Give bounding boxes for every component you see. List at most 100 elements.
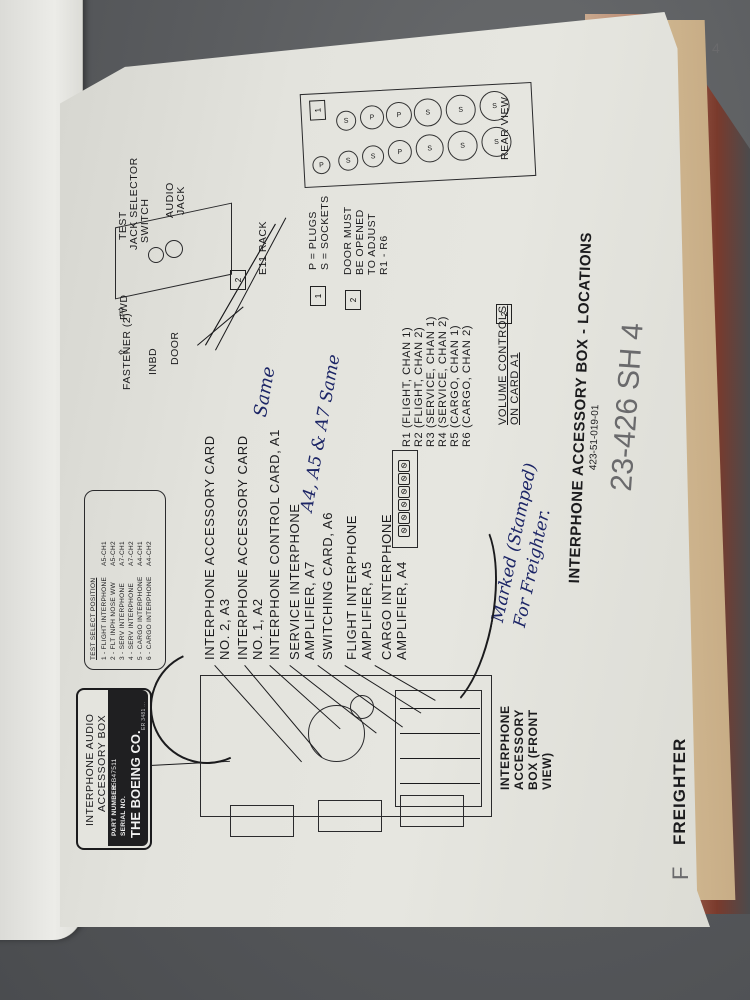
connector-type: S xyxy=(460,142,466,150)
rear-view-label: REAR VIEW xyxy=(499,96,511,160)
connector-type: S xyxy=(345,157,351,165)
test-pos-3-val: A7-CH1 xyxy=(119,541,126,566)
connector-j12: S xyxy=(335,110,357,132)
card-edge-4 xyxy=(400,783,480,784)
connector-type: S xyxy=(343,117,349,125)
note-2-triangle-door: 2 xyxy=(230,270,246,290)
front-view-label-2: ACCESSORY xyxy=(512,709,526,790)
connector-type: S xyxy=(425,108,431,117)
pot-r2: ⊘ xyxy=(398,473,410,485)
footer-letter: F xyxy=(668,866,693,880)
note-2-ref: 2 xyxy=(348,297,358,303)
note-2-triangle: 2 xyxy=(345,290,361,310)
connector-j5: S xyxy=(415,133,445,164)
connector-type: S xyxy=(427,144,433,153)
test-pos-1-val: A5-CH1 xyxy=(101,541,108,566)
pot-r1: ⊘ xyxy=(398,460,410,472)
rear-note-ref: 1 xyxy=(312,107,323,113)
pot-r6: ⊘ xyxy=(398,525,410,537)
card-slots xyxy=(395,690,482,807)
card-edge-2 xyxy=(400,733,480,734)
connector-j6: S xyxy=(413,97,443,128)
connector-type: S xyxy=(370,152,376,160)
test-select-box xyxy=(84,490,166,670)
connector-j13: P xyxy=(311,155,331,175)
test-pos-3: 3 - SERV INTERPHONE xyxy=(119,582,126,660)
footer-freighter: FREIGHTER xyxy=(670,737,689,845)
label-jack: JACK xyxy=(175,186,187,215)
test-switch-glyph xyxy=(148,247,164,263)
mount-tab-3 xyxy=(400,795,464,827)
callout-a3-line1: INTERPHONE ACCESSORY CARD xyxy=(202,435,217,660)
callout-a2-line2: NO. 1, A2 xyxy=(250,598,265,660)
pot-strip xyxy=(392,450,418,548)
manual-page xyxy=(60,12,710,927)
label-e11-rack: E11 RACK xyxy=(257,221,269,275)
note-2-line2: BE OPENED xyxy=(354,209,366,275)
inbd-arrow-icon: ⇦ xyxy=(118,345,129,359)
note-ref: 2 xyxy=(499,311,509,317)
front-view-label-3: BOX (FRONT xyxy=(526,709,540,790)
note-ref-door: 2 xyxy=(233,277,243,283)
note-1-plugs: P = PLUGS xyxy=(307,211,319,270)
audio-jack-glyph xyxy=(165,240,183,258)
nameplate-line1: INTERPHONE AUDIO xyxy=(84,713,96,826)
label-inbd: INBD xyxy=(147,347,159,375)
test-pos-4-val: A7-CH2 xyxy=(128,541,135,566)
nameplate-line2: ACCESSORY BOX xyxy=(96,714,108,812)
nameplate xyxy=(76,688,152,850)
pot-r4: ⊘ xyxy=(398,499,410,511)
label-door: DOOR xyxy=(169,331,181,366)
nameplate-dark-band xyxy=(108,690,148,846)
note-2-line3: TO ADJUST xyxy=(366,212,378,275)
figure-number: 423-51-019-01 xyxy=(588,404,602,471)
connector-type: P xyxy=(369,113,375,122)
test-pos-4: 4 - SERV INTERPHONE xyxy=(128,582,135,660)
r6-label: R6 xyxy=(461,431,473,447)
test-pos-2-val: A5-CH2 xyxy=(110,541,117,566)
connector-type: P xyxy=(318,161,324,169)
connector-j7: P xyxy=(387,139,413,165)
test-pos-5-val: A4-CH1 xyxy=(137,541,144,566)
test-pos-1: 1 - FLIGHT INTERPHONE xyxy=(101,576,108,660)
connector-j4: S xyxy=(444,93,477,126)
note-2-triangle-volume: 2 xyxy=(496,304,512,324)
part-number-label: PART NUMBER xyxy=(111,785,118,836)
connector-j9: S xyxy=(361,144,385,168)
rear-note-1: 1 xyxy=(309,99,327,121)
test-pos-6: 6 - CARGO INTERPHONE xyxy=(146,576,153,660)
connector-j10: P xyxy=(359,104,385,130)
note-1-ref: 1 xyxy=(313,293,323,299)
connector-type: P xyxy=(396,111,402,119)
connector-type: S xyxy=(458,106,464,114)
card-edge-1 xyxy=(400,708,480,709)
connector-j3: S xyxy=(446,129,479,162)
connector-type: S xyxy=(492,102,498,110)
note-2-line1: DOOR MUST xyxy=(342,206,354,275)
front-view-label-1: INTERPHONE xyxy=(498,705,512,790)
note-2-line4: R1 - R6 xyxy=(378,235,390,275)
callout-a5-line1: FLIGHT INTERPHONE xyxy=(344,514,359,660)
test-pos-2: 2 - FLT INPH NOSE WW xyxy=(110,582,117,660)
front-view-label-4: VIEW) xyxy=(540,752,554,790)
part-number: 65B47511 xyxy=(111,758,118,790)
pot-r5: ⊘ xyxy=(398,512,410,524)
test-pos-6-val: A4-CH2 xyxy=(146,541,153,566)
callout-a5-line2: AMPLIFIER, A5 xyxy=(359,561,374,660)
front-view-chassis xyxy=(200,675,492,817)
volume-caption-2: ON CARD A1 xyxy=(509,352,521,425)
nameplate-fine-print: ER 3481 ... xyxy=(141,701,147,730)
callout-a7-line1: SERVICE INTERPHONE xyxy=(287,503,302,660)
test-pos-5: 5 - CARGO INTERPHONE xyxy=(137,576,144,660)
volume-detail-circle xyxy=(308,705,365,762)
company-name: THE BOEING CO. xyxy=(128,730,143,838)
serial-label: SERIAL NO. xyxy=(120,795,127,836)
label-switch: SWITCH xyxy=(139,198,151,243)
callout-a1: INTERPHONE CONTROL CARD, A1 xyxy=(267,429,282,660)
pot-r3: ⊘ xyxy=(398,486,410,498)
card-edge-3 xyxy=(400,758,480,759)
callout-a6: SWITCHING CARD, A6 xyxy=(320,511,335,660)
mount-tab-2 xyxy=(318,800,382,832)
test-select-heading: TEST SELECT POSITION xyxy=(90,577,97,660)
callout-a2-line1: INTERPHONE ACCESSORY CARD xyxy=(235,435,250,660)
